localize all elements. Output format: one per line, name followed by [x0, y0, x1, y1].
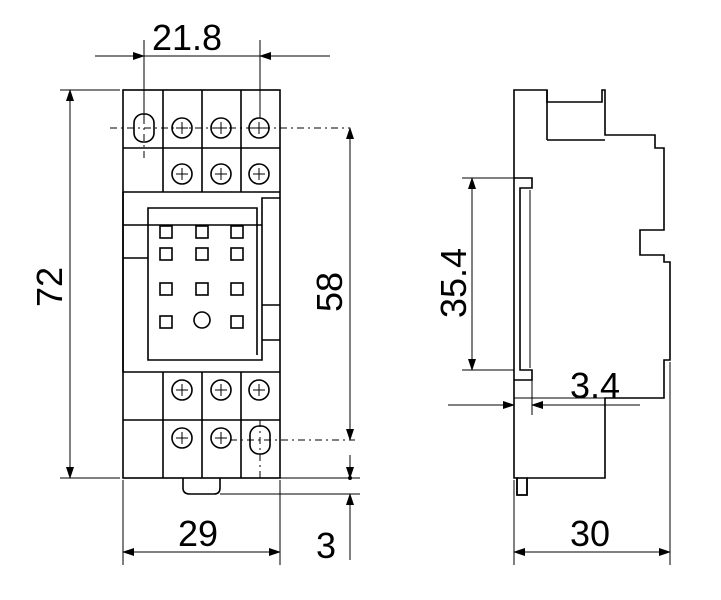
screw-icon: [171, 427, 193, 449]
screw-icon: [210, 427, 232, 449]
terminal-screws: [171, 117, 270, 449]
dim-side-depth: 30: [570, 513, 610, 554]
dim-front-bottom-offset: 3: [316, 525, 336, 566]
dim-front-top-width: 21.8: [152, 17, 222, 58]
front-view: 21.8 72 58 29 3: [29, 17, 360, 566]
dim-front-inner-height: 58: [309, 272, 350, 312]
screw-icon: [248, 379, 270, 401]
screw-icon: [171, 379, 193, 401]
screw-icon: [248, 163, 270, 185]
dim-front-bottom-width: 29: [178, 513, 218, 554]
screw-icon: [210, 163, 232, 185]
dim-side-offset: 3.4: [570, 365, 620, 406]
dim-side-rail-height: 35.4: [433, 248, 474, 318]
screw-icon: [171, 163, 193, 185]
screw-icon: [210, 379, 232, 401]
socket-pin-holes: [159, 225, 244, 329]
dim-front-height: 72: [29, 267, 70, 307]
side-view: 35.4 3.4 30: [433, 89, 671, 565]
side-clip-tab: [516, 477, 528, 496]
socket-frame: [123, 197, 280, 361]
din-clip: [182, 478, 221, 495]
side-body-outline: [513, 89, 671, 496]
